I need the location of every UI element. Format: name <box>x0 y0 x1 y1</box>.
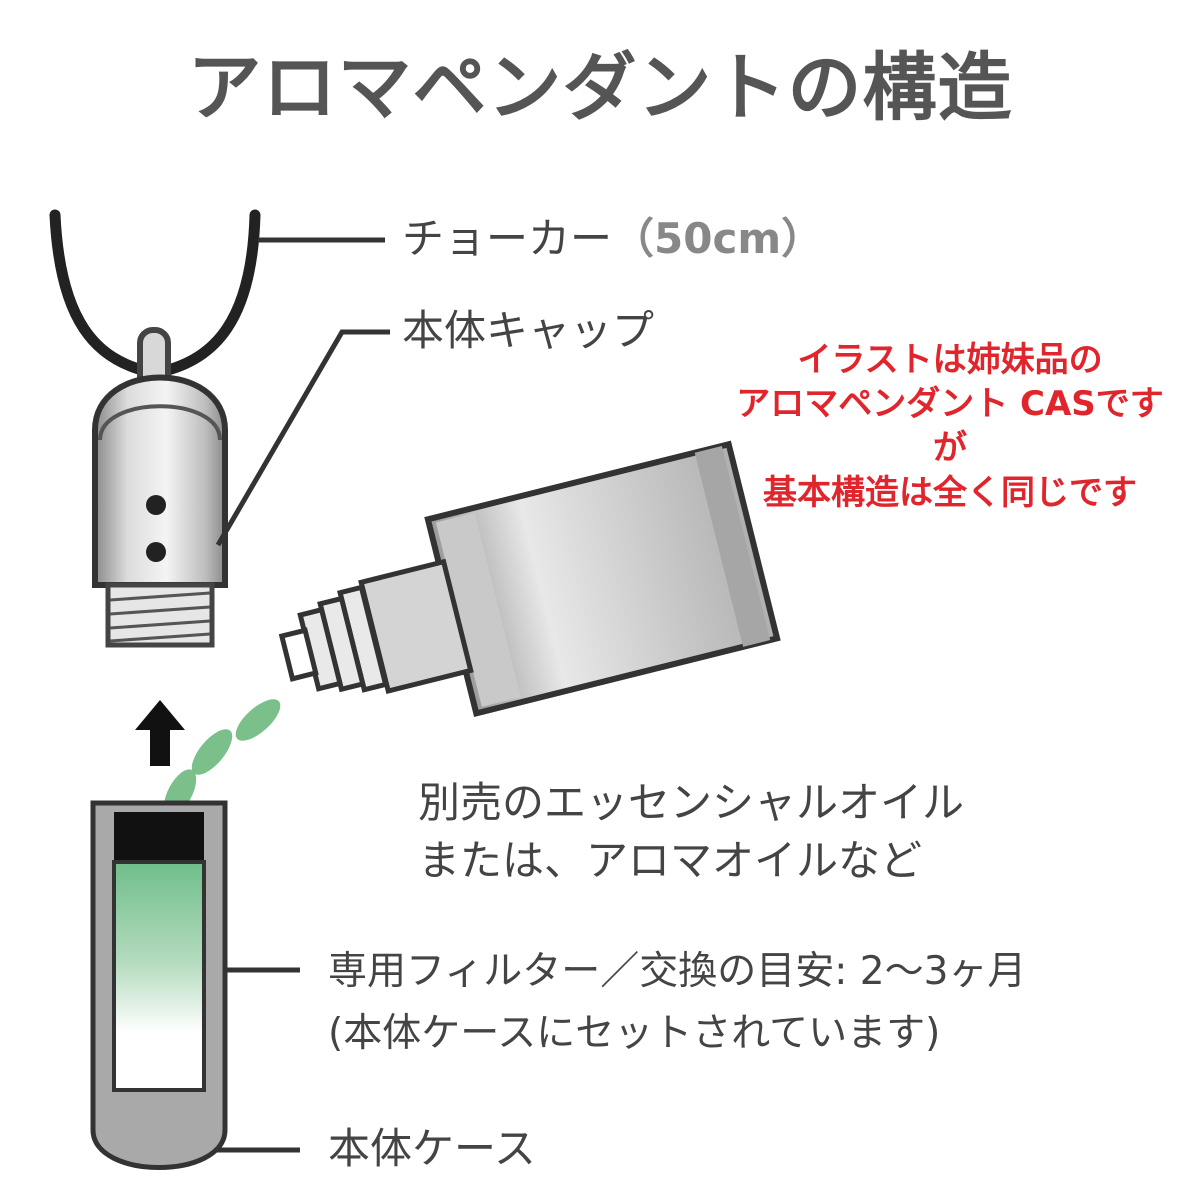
cap-label: 本体キャップ <box>402 306 655 355</box>
bottle-dropper <box>278 627 319 682</box>
note-line2: アロマペンダント CASですが <box>736 384 1164 469</box>
oil-bottle <box>278 440 781 717</box>
filter-label-line1: 専用フィルター／交換の目安: 2〜3ヶ月 <box>328 949 1027 994</box>
cap-thread <box>105 582 215 648</box>
case-inner <box>114 812 204 867</box>
body-case <box>90 800 228 1170</box>
note-line3: 基本構造は全く同じです <box>763 472 1137 513</box>
bottle-thread <box>297 584 389 693</box>
cap-hole <box>146 495 166 515</box>
sister-product-note: イラストは姉妹品の アロマペンダント CASですが 基本構造は全く同じです <box>720 338 1180 515</box>
choker-label-text: チョーカー <box>402 214 613 263</box>
case-label: 本体ケース <box>328 1124 536 1173</box>
choker-size-text: （50cm） <box>612 214 824 263</box>
note-line1: イラストは姉妹品の <box>797 340 1103 380</box>
choker-label: チョーカー（50cm） <box>402 218 823 260</box>
up-arrow-icon <box>135 700 185 766</box>
page-title: アロマペンダントの構造 <box>187 45 1013 131</box>
cap-hole <box>146 542 166 562</box>
filter-label-line2: (本体ケースにセットされています) <box>328 1011 941 1056</box>
oil-label-line1: 別売のエッセンシャルオイル <box>418 778 965 827</box>
body-cap <box>92 374 228 648</box>
choker-cord <box>49 209 261 378</box>
oil-label-line2: または、アロマオイルなど <box>418 836 923 885</box>
filter <box>112 860 206 1092</box>
